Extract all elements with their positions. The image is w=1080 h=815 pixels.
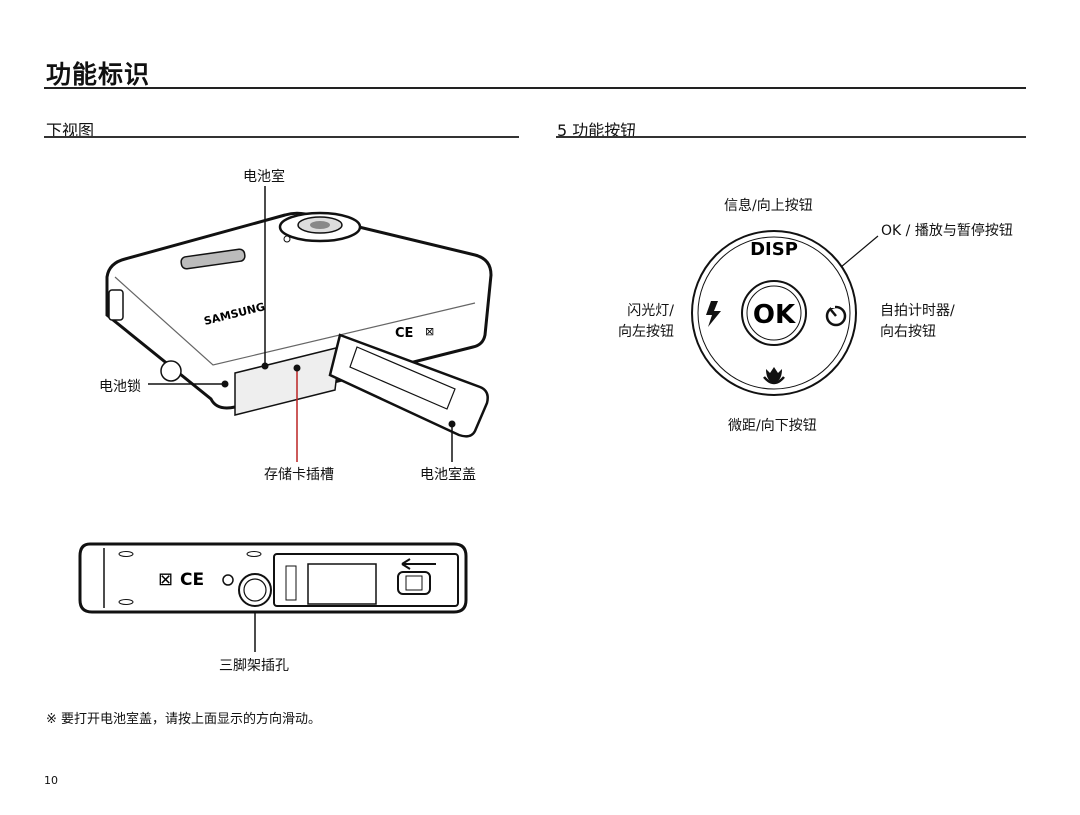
label-tripod-socket: 三脚架插孔 xyxy=(219,658,289,674)
label-info-up: 信息/向上按钮 xyxy=(724,198,813,214)
label-battery-cover: 电池室盖 xyxy=(420,467,476,483)
macro-icon xyxy=(763,367,785,385)
flash-icon xyxy=(706,301,721,327)
section-rule-right xyxy=(556,136,1026,138)
svg-text:⊠: ⊠ xyxy=(158,569,173,590)
label-battery-chamber: 电池室 xyxy=(243,169,285,185)
label-ok-play: OK / 播放与暂停按钮 xyxy=(881,223,1013,239)
section-title-function-buttons: 5 功能按钮 xyxy=(557,121,637,140)
title-rule xyxy=(44,87,1026,89)
label-timer-right-line2: 向右按钮 xyxy=(880,324,936,340)
ok-label: OK xyxy=(753,300,796,330)
camera-bottom-view-illustration: SAMSUNG CE ⊠ xyxy=(105,211,493,438)
label-flash-left-line2: 向左按钮 xyxy=(618,324,674,340)
label-battery-lock: 电池锁 xyxy=(99,379,141,395)
svg-text:⊠: ⊠ xyxy=(425,325,434,338)
label-card-slot: 存储卡插槽 xyxy=(264,467,334,483)
page-number: 10 xyxy=(44,774,58,787)
label-macro-down: 微距/向下按钮 xyxy=(728,418,817,434)
label-flash-left-line1: 闪光灯/ xyxy=(627,303,674,319)
section-title-bottom-view: 下视图 xyxy=(46,121,95,140)
battery-cover-note: ※ 要打开电池室盖，请按上面显示的方向滑动。 xyxy=(46,712,322,727)
disp-label: DISP xyxy=(750,239,798,260)
svg-text:CE: CE xyxy=(395,326,413,341)
self-timer-icon xyxy=(825,303,847,327)
section-rule-left xyxy=(44,136,519,138)
svg-text:CE: CE xyxy=(180,570,204,590)
page-title: 功能标识 xyxy=(46,60,151,89)
label-timer-right-line1: 自拍计时器/ xyxy=(880,303,955,319)
control-dial: DISP OK xyxy=(691,230,857,396)
camera-underside-illustration: ⊠ CE xyxy=(78,542,468,614)
